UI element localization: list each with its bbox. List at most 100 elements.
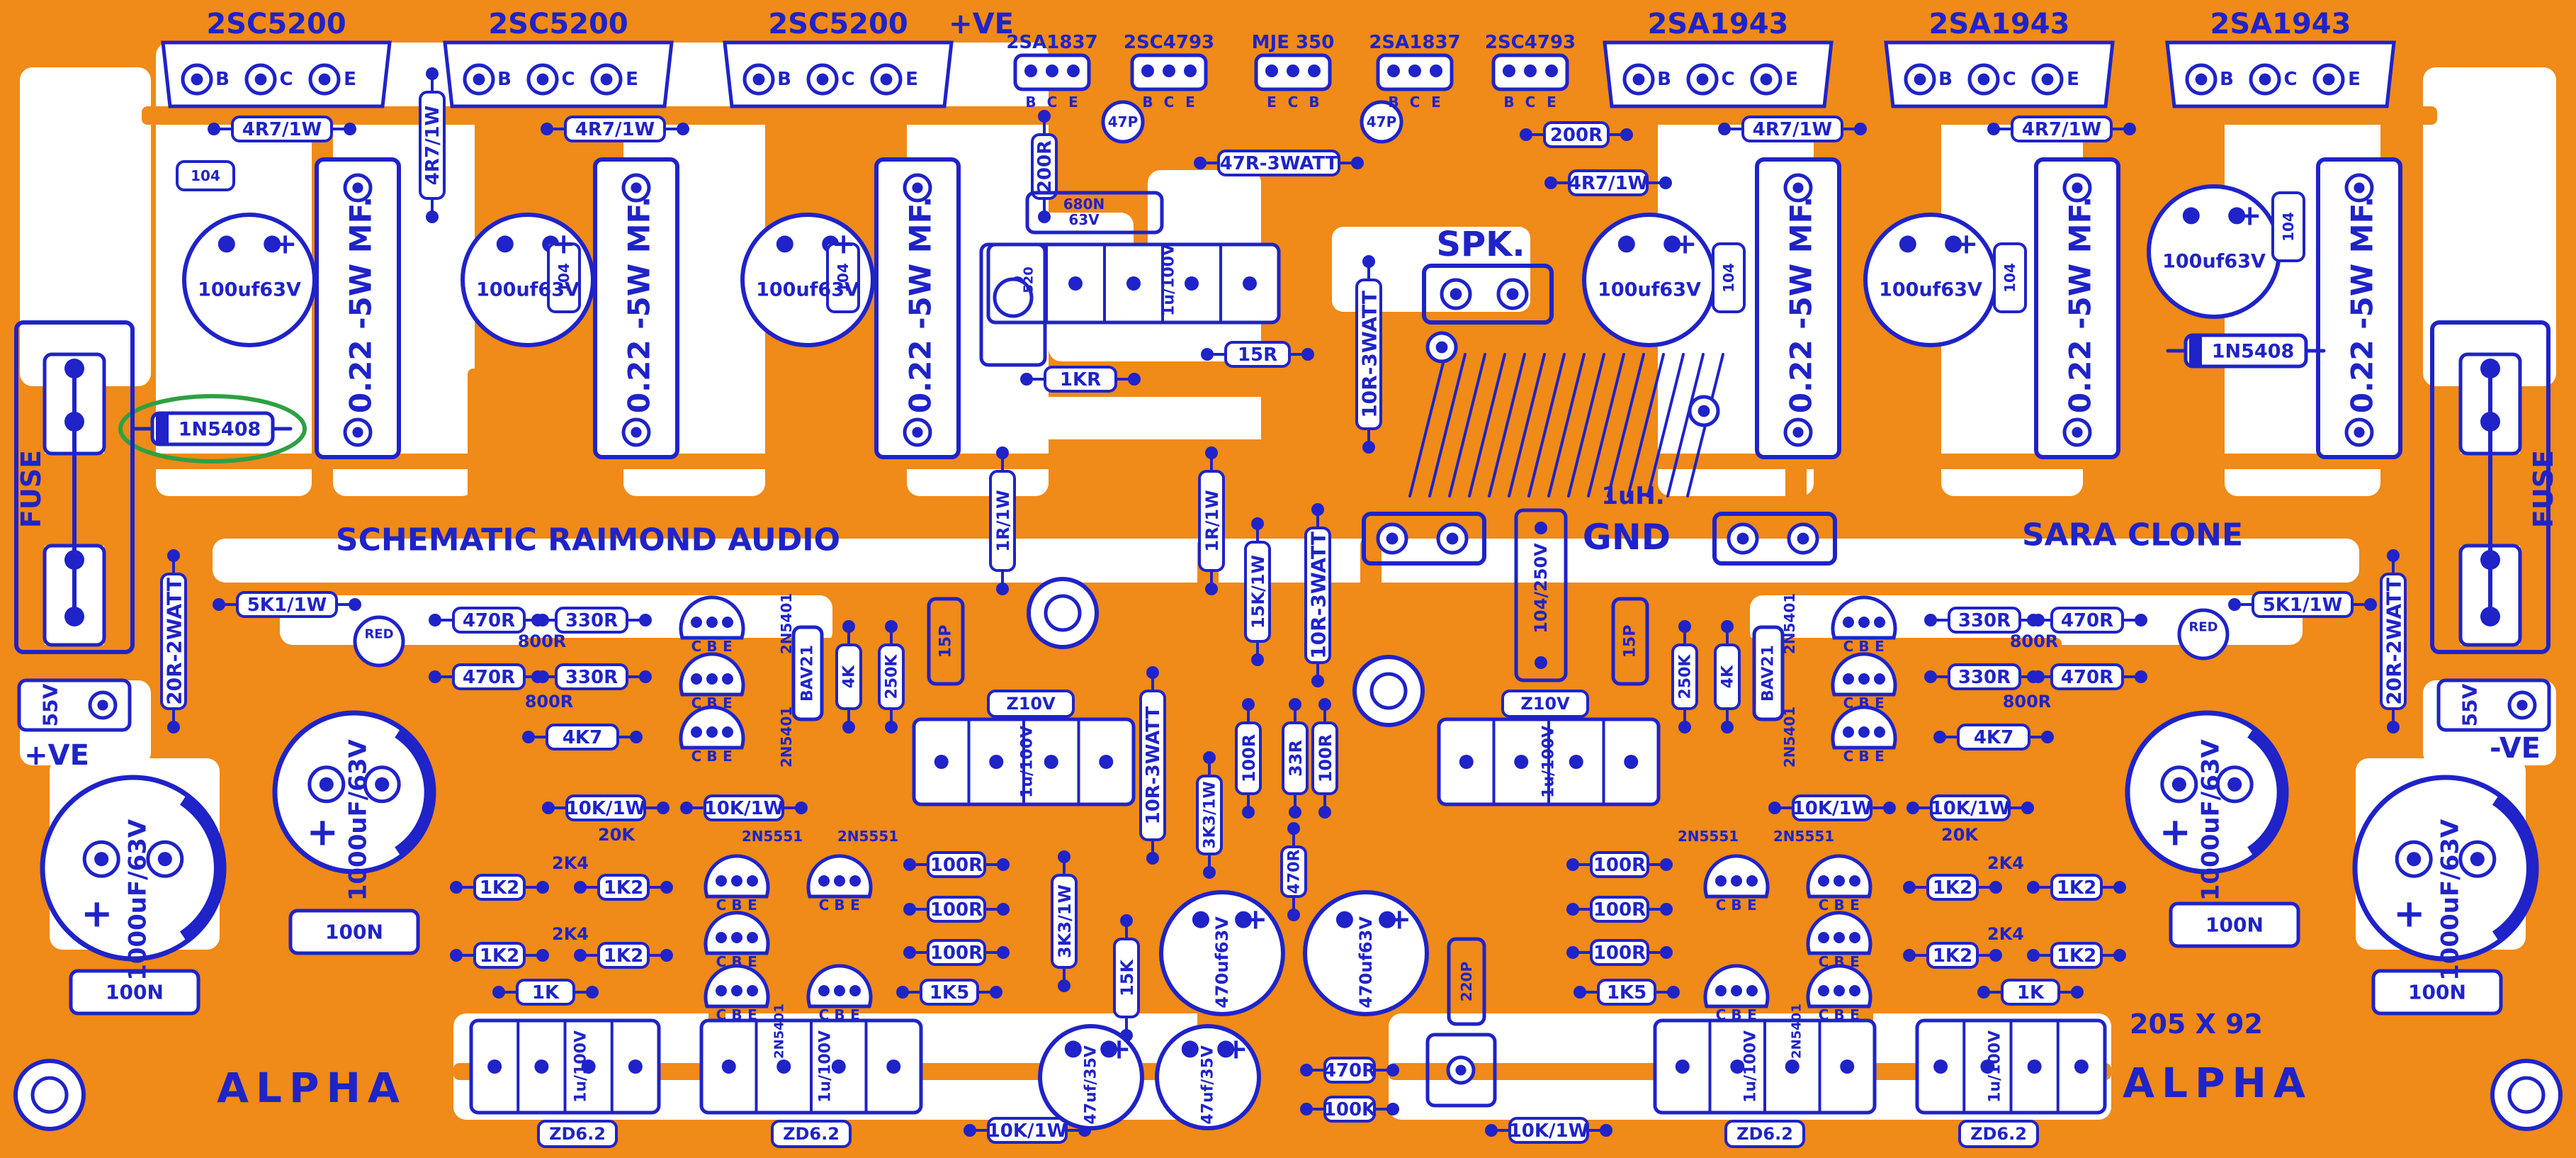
input-left-2k4-label-2: 2K4 [552, 924, 589, 944]
power-transistor-4-pin-label: C [1721, 69, 1734, 90]
power-led-2-label: RED [2188, 620, 2218, 635]
vas-film-cap-pin [1185, 276, 1199, 291]
input-left-1k2-4-body [599, 943, 648, 967]
input-left-1k-outline [516, 979, 575, 1006]
bulk-cap-2-pad-a-hole [2407, 852, 2422, 867]
input-left-470r-1-label: 470R [463, 610, 515, 631]
input-right-2k4-label-2: 2K4 [1987, 924, 2024, 944]
input-right-film-cap-pin [1624, 755, 1639, 769]
base-resistor-6-body [1569, 171, 1647, 195]
emitter-resistor-1-body [317, 159, 399, 457]
decoupling-cap-6-body [2273, 193, 2304, 261]
input-right-bav21-label: BAV21 [1760, 645, 1778, 702]
input-left-1k2-1-body [475, 875, 524, 899]
base-resistor-4-label: 4R7/1W [2022, 119, 2101, 140]
input-right-q6-pin-label-c: C [1716, 896, 1727, 914]
input-left-zd-outline-0 [537, 1120, 618, 1148]
input-left-10k-2-body [705, 796, 783, 820]
input-right-q7-pin-2 [1834, 985, 1845, 996]
led-resistor-right-body [2253, 592, 2352, 617]
bias-1r-right-outline [1198, 470, 1225, 572]
film-cap-100n-4-outline [2371, 969, 2503, 1016]
bulk-cap-4-label: 1000uF/63V [2197, 738, 2225, 901]
input-left-q5-pin-3 [747, 932, 758, 943]
center-cap-3-label: 47uf/35V [1083, 1045, 1100, 1125]
highlight-ellipse [118, 394, 307, 463]
power-transistor-1-pin-label: B [215, 69, 230, 90]
driver-transistor-2-pin-label: B [1142, 94, 1153, 111]
emitter-resistor-1-pad-bottom-hole [352, 427, 363, 438]
input-right-1k2-2-outline [1926, 874, 1979, 901]
input-right-1k2-3-outline [2050, 942, 2103, 969]
center-15k-outline [1113, 938, 1140, 1018]
input-right-1k2-2-label: 1K2 [1933, 877, 1972, 899]
emitter-resistor-4-outline [1755, 157, 1841, 459]
supply-cap-1-plus-sign: + [273, 227, 298, 260]
input-right-q2-pin-label-e: E [1875, 695, 1885, 712]
input-right-1k-pin-a [1977, 986, 1990, 999]
base-resistor-1-pin-b [344, 123, 356, 135]
led-resistor-right-outline [2252, 591, 2354, 618]
input-left-q2-pin-2 [706, 673, 718, 685]
center-33r-pin-b [1289, 806, 1301, 819]
input-left-20k-label: 20K [598, 825, 635, 845]
input-right-100r-2-body [1591, 897, 1648, 921]
input-right-15p-outline [1611, 597, 1649, 686]
input-left-zd-body-1 [772, 1121, 850, 1147]
bias-1k-resistor-body [1045, 367, 1116, 391]
input-left-100r-2-outline [927, 896, 986, 923]
input-right-q2-pin-label-c: C [1843, 695, 1854, 712]
snubber-resistor-right-body [2381, 574, 2405, 709]
cap-680n-label: 680N [1063, 196, 1105, 213]
center-3k3-2-body [1052, 875, 1076, 967]
input-right-2n5401-label-2: 2N5401 [1781, 707, 1798, 768]
input-right-q8-pin-3 [1746, 985, 1758, 996]
input-left-4k-pin-b [842, 721, 855, 733]
film-cap-100n-2-label: 100N [2205, 914, 2264, 937]
input-left-330r-2-outline [555, 663, 628, 690]
input-right-800r-label-2: 800R [2003, 692, 2052, 712]
center-cap-2-plus-sign: + [1388, 904, 1412, 936]
fuse-left-pin [64, 359, 84, 378]
input-left-zd-label-0: ZD6.2 [549, 1124, 606, 1144]
center-33r-label: 33R [1286, 740, 1306, 777]
input-right-10k-1-pin-a [1906, 802, 1919, 814]
input-left-1k2-3-body [475, 943, 524, 967]
input-right-10k-1-body [1931, 796, 2009, 820]
film-cap-100n-3-body [71, 971, 198, 1013]
silkscreen-layer [13, 40, 2563, 1148]
input-right-10k-2-pin-a [1768, 802, 1781, 814]
miller-cap-47p-label-1: 47P [1108, 113, 1139, 130]
bias-1r-right-label: 1R/1W [1202, 490, 1222, 551]
input-left-250k-pin-a [885, 620, 898, 633]
input-left-1k5-pin-a [896, 986, 909, 999]
input-right-470r-1-label: 470R [2061, 610, 2113, 631]
power-led-1-body [353, 615, 405, 668]
input-right-q8-pin-2 [1731, 985, 1742, 996]
supply-cap-1-body [182, 213, 317, 347]
power-transistor-6-pin-label: B [2220, 69, 2234, 90]
input-right-1k2-4-label: 1K2 [1933, 945, 1972, 967]
supply-cap-6-label: 100uf63V [2162, 250, 2266, 272]
center-15k-label: 15K [1117, 959, 1137, 996]
input-left-q4-pin-label-e: E [747, 896, 757, 914]
power-connector-left-pad-hole [97, 699, 108, 711]
base-resistor-1-pin-a [208, 123, 220, 135]
input-right-q3-pin-label-b: B [1858, 748, 1869, 765]
led-resistor-right-label: 5K1/1W [2263, 595, 2343, 616]
feedback-15k-body [1245, 542, 1270, 641]
input-left-4k-label: 4K [841, 665, 859, 688]
input-left-15p-outline [927, 597, 965, 686]
input-right-4k7-pin-b [2041, 731, 2054, 743]
driver-transistor-5-pin-label: C [1525, 94, 1536, 111]
power-transistor-1-pad-hole [191, 73, 203, 86]
driver-200r-left-body [1032, 135, 1056, 198]
center-100r-1-pin-b [1242, 806, 1255, 819]
gnd-terminal-pad-1-hole [1736, 532, 1749, 545]
decoupling-cap-5-label: 104 [2001, 263, 2018, 293]
input-left-4k7-label: 4K7 [563, 727, 602, 748]
supply-cap-6-pin-minus [2182, 207, 2200, 225]
input-left-10k-3-pin-a [964, 1124, 976, 1137]
decoupling-cap-4-body [1713, 244, 1744, 312]
